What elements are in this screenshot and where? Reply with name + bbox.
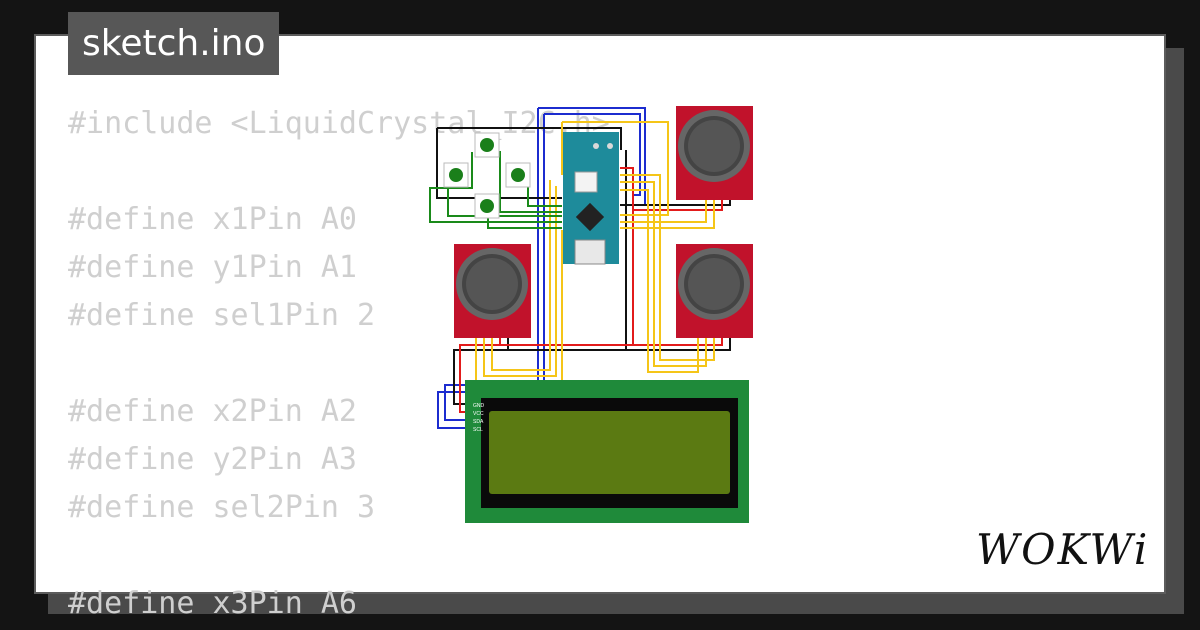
wire-black [436, 128, 562, 199]
wire-yellow [620, 195, 707, 223]
wire-blue [444, 108, 539, 421]
code-line: #include <LiquidCrystal_I2C.h> [68, 106, 610, 141]
code-line: #define x1Pin A0 [68, 202, 357, 237]
lcd-pin-label: SDA [473, 419, 484, 425]
joystick[interactable] [454, 244, 531, 338]
wire-yellow [620, 181, 707, 367]
code-preview: #include <LiquidCrystal_I2C.h> #define x… [68, 100, 610, 628]
pushbutton[interactable] [443, 162, 469, 188]
wire-green [429, 152, 562, 223]
joystick[interactable] [676, 106, 753, 200]
wire-red [633, 338, 723, 346]
arduino-nano[interactable] [563, 132, 619, 265]
wire-green [487, 216, 562, 229]
code-line: #define sel1Pin 2 [68, 298, 376, 333]
wire-blue [437, 114, 545, 429]
wire-red [459, 167, 634, 413]
lcd-pin-label: VCC [473, 411, 484, 417]
wokwi-logo: WOKWi [976, 525, 1150, 574]
wire-yellow [620, 189, 699, 373]
wire-green [527, 182, 562, 207]
code-line: #define y2Pin A3 [68, 442, 357, 477]
joystick[interactable] [676, 244, 753, 338]
code-line: #define x3Pin A6 [68, 586, 357, 621]
wire-black [437, 127, 622, 150]
lcd-pin-label: GND [473, 403, 485, 409]
wire-blue [544, 113, 641, 196]
wires [429, 107, 731, 429]
wire-yellow [562, 121, 669, 216]
wire-black [453, 150, 627, 405]
file-tab[interactable]: sketch.ino [68, 12, 280, 75]
wire-yellow [620, 195, 715, 229]
pushbutton[interactable] [505, 162, 531, 188]
code-line: #define sel2Pin 3 [68, 490, 376, 525]
pushbutton[interactable] [474, 132, 500, 158]
wire-yellow [483, 186, 557, 377]
code-line: #define y1Pin A1 [68, 250, 357, 285]
wire-yellow [491, 180, 551, 371]
lcd-pin-label: SCL [473, 427, 483, 433]
lcd-i2c-display[interactable]: GND VCC SDA SCL [465, 380, 749, 523]
pushbutton[interactable] [474, 193, 500, 219]
wire-yellow [620, 174, 715, 361]
code-line: #define x2Pin A2 [68, 394, 357, 429]
